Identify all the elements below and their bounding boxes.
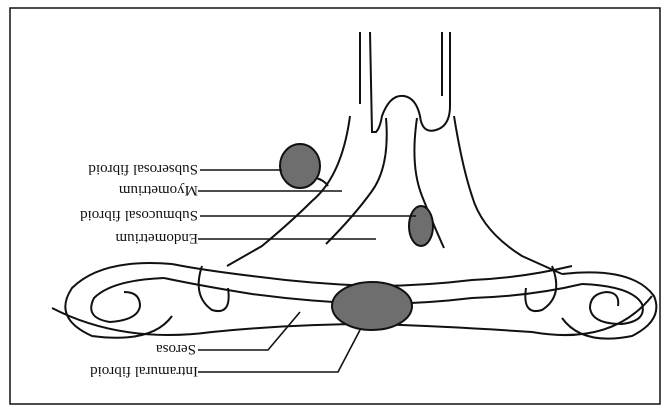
label-subserosal: Subserosal fibroid (88, 161, 198, 177)
left-tube (582, 284, 643, 324)
label-endometrium: Endometrium (115, 230, 198, 246)
cervix-outline (370, 32, 450, 132)
subserosal-fibroid (280, 144, 320, 188)
label-intramural: Intramural fibroid (90, 363, 198, 379)
label-myometrium: Myometrium (119, 182, 198, 198)
right-tube (91, 278, 164, 322)
right-tube-outer (65, 263, 172, 338)
submucosal-fibroid (409, 206, 433, 246)
uterus-outer-wall (227, 116, 562, 274)
intramural-fibroid (332, 282, 412, 330)
subserosal-stalk (316, 178, 328, 186)
label-submucosal: Submucosal fibroid (80, 207, 198, 223)
figure-frame (10, 8, 660, 404)
label-serosa: Serosa (156, 341, 196, 357)
